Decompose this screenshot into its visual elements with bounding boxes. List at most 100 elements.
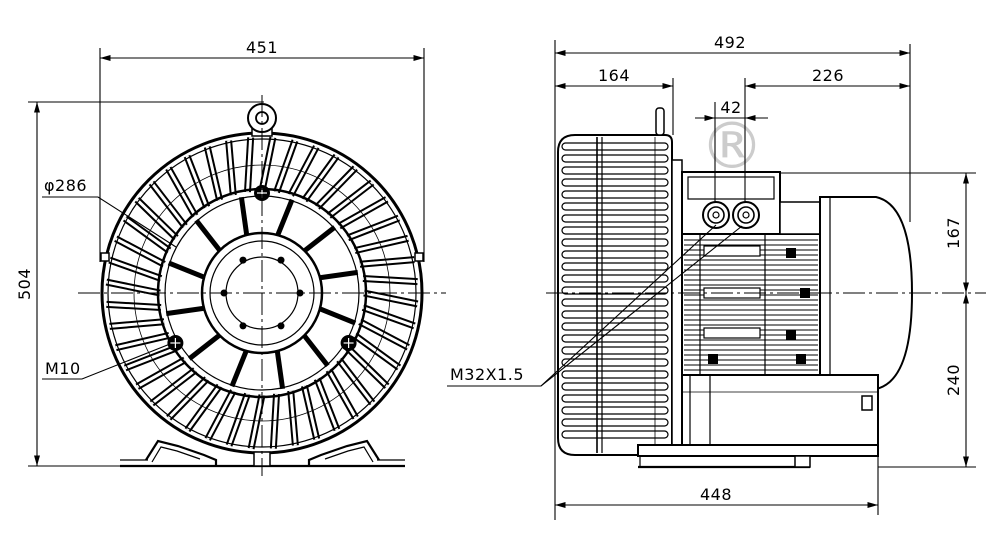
terminal-box xyxy=(681,171,781,235)
grille-fin xyxy=(105,278,161,297)
thread-label: M10 xyxy=(45,359,81,378)
dimension-overall-length: 492 xyxy=(714,33,746,52)
housing-rib xyxy=(561,202,669,211)
grille-fin xyxy=(362,274,418,286)
grille-fin xyxy=(313,377,341,432)
housing-rib xyxy=(561,142,669,151)
housing-rib xyxy=(561,166,669,175)
gland-core xyxy=(742,211,750,219)
fan-spoke xyxy=(274,198,295,238)
grille-fin-body xyxy=(109,320,165,328)
grille-fin xyxy=(247,394,266,450)
mounting-boss xyxy=(340,335,357,351)
grille-fin xyxy=(114,235,166,268)
grille-fin-body xyxy=(289,390,297,446)
adapter-flange xyxy=(671,159,683,446)
grille-fin-body xyxy=(271,393,279,449)
grille-fin-body xyxy=(245,137,253,193)
motor-mark xyxy=(786,330,796,340)
grille-fin xyxy=(352,332,402,371)
grille-fin-body xyxy=(359,258,415,266)
cable-gland-label: M32X1.5 xyxy=(450,365,524,384)
grille-fin xyxy=(359,256,415,268)
grille-fin-body xyxy=(206,390,235,440)
grille-fin-body xyxy=(205,146,222,201)
mounting-boss xyxy=(167,335,184,351)
grille-fin-body xyxy=(337,358,374,405)
grille-fin xyxy=(269,393,281,449)
housing-rib xyxy=(561,178,669,187)
gland-inner xyxy=(707,206,725,224)
grille-fins xyxy=(105,136,419,450)
housing-rib xyxy=(561,250,669,259)
motor-mark xyxy=(708,354,718,364)
grille-fin xyxy=(225,392,251,447)
grille-fin xyxy=(184,383,223,433)
grille-fin-body xyxy=(315,378,339,431)
right-foot-inner xyxy=(324,446,374,463)
cable-gland-right xyxy=(732,201,760,229)
housing-rib xyxy=(561,346,669,355)
dimension-motor: 226 xyxy=(812,66,844,85)
grille-fin xyxy=(165,166,199,218)
housing-rib xyxy=(561,406,669,415)
grille-fin xyxy=(203,146,224,202)
grille-fin-body xyxy=(362,276,418,284)
gland-core xyxy=(712,211,720,219)
base-plate xyxy=(637,444,879,457)
housing-rib xyxy=(561,334,669,343)
grille-fin-body xyxy=(115,333,170,350)
fan-spokes xyxy=(165,196,359,390)
grille-fin xyxy=(166,376,210,421)
housing-rib xyxy=(561,274,669,283)
grille-fin-body xyxy=(347,216,400,240)
grille-fin-body xyxy=(124,217,171,252)
grille-fin xyxy=(361,304,416,330)
cable-gland-left xyxy=(702,201,730,229)
grille-fin-body xyxy=(327,181,374,218)
dimension-width: 451 xyxy=(246,38,278,57)
housing-rib xyxy=(561,358,669,367)
housing-rib xyxy=(561,322,669,331)
grille-fin xyxy=(243,137,255,193)
hub-hole xyxy=(239,256,247,264)
grille-fin-body xyxy=(186,384,221,431)
dimension-height: 504 xyxy=(15,268,34,300)
motor-end-cap xyxy=(779,201,821,235)
grille-fin-body xyxy=(167,167,197,217)
lifting-rod xyxy=(655,107,665,136)
grille-fin xyxy=(135,356,187,390)
grille-fin-body xyxy=(150,368,197,405)
hub-hole xyxy=(277,256,285,264)
grille-fin-body xyxy=(338,198,388,228)
fan-spoke xyxy=(274,348,286,390)
grille-fin xyxy=(148,180,188,229)
fan-spoke xyxy=(301,225,337,254)
grille-fin-body xyxy=(115,237,165,266)
grille-fin-body xyxy=(124,346,177,370)
grille-fin-body xyxy=(109,258,162,280)
grille-fin xyxy=(300,384,321,440)
grille-fin xyxy=(287,145,320,197)
housing-rib xyxy=(561,262,669,271)
dimension-lower-height: 240 xyxy=(944,364,963,396)
grille-fin xyxy=(183,154,211,209)
hub-holes xyxy=(220,256,304,330)
grille-fin-body xyxy=(327,369,357,419)
grille-fin xyxy=(273,139,299,194)
grille-fin-body xyxy=(363,291,418,306)
housing-rib xyxy=(561,394,669,403)
housing-rib xyxy=(561,214,669,223)
grille-fin-body xyxy=(302,385,319,440)
grille-fin xyxy=(204,389,237,441)
housing-rib xyxy=(561,298,669,307)
motor-mark xyxy=(796,354,806,364)
dimension-gland-spacing: 42 xyxy=(720,98,741,117)
fan-spoke xyxy=(317,305,357,326)
grille-fin-body xyxy=(316,166,357,209)
grille-fin-body xyxy=(353,334,400,369)
diameter-leader xyxy=(42,196,177,248)
base-block xyxy=(681,374,879,446)
grille-fin-body xyxy=(150,181,187,228)
